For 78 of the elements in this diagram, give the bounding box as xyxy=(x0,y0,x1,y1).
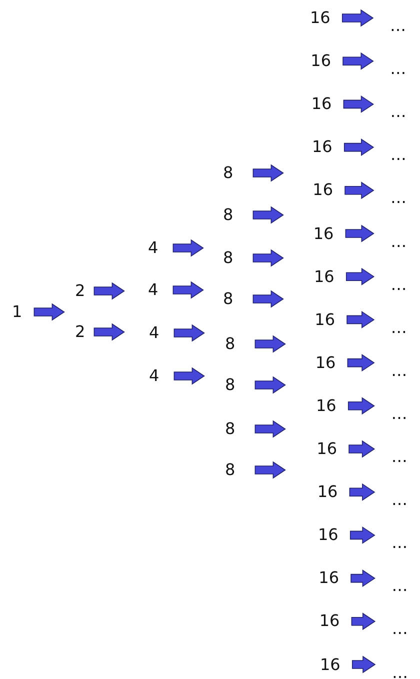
number-label: 8 xyxy=(225,420,256,438)
arrow xyxy=(172,239,204,257)
number-label: 16 xyxy=(312,181,346,200)
number-label: 4 xyxy=(149,324,174,342)
number-label: … xyxy=(374,448,408,466)
number-label: 16 xyxy=(318,569,352,588)
arrow xyxy=(350,526,376,544)
arrow xyxy=(252,290,284,308)
number-label: … xyxy=(374,189,407,208)
arrow xyxy=(34,303,65,321)
arrow xyxy=(342,52,374,70)
arrow xyxy=(174,324,205,342)
number-label: … xyxy=(374,232,407,250)
arrow xyxy=(252,206,284,224)
arrow xyxy=(345,224,374,242)
arrow xyxy=(252,249,284,267)
arrow xyxy=(343,95,374,113)
number-label: … xyxy=(374,362,408,380)
number-label: … xyxy=(374,491,408,510)
arrow xyxy=(94,282,125,300)
number-label: … xyxy=(374,276,407,294)
number-label: 16 xyxy=(312,138,344,156)
arrow xyxy=(346,268,375,286)
number-label: … xyxy=(375,664,408,679)
number-label: 1 xyxy=(12,303,34,321)
number-label: 16 xyxy=(310,52,344,70)
number-label: 8 xyxy=(223,249,254,267)
arrow xyxy=(254,335,286,353)
number-label: 16 xyxy=(311,95,344,114)
arrow xyxy=(350,570,376,588)
arrow xyxy=(344,138,374,156)
number-label: … xyxy=(374,534,408,552)
number-label: 16 xyxy=(313,224,346,242)
arrow xyxy=(94,323,125,341)
arrow xyxy=(172,281,204,299)
number-label: 16 xyxy=(316,396,348,415)
arrow xyxy=(349,483,376,501)
number-label: 16 xyxy=(314,268,346,286)
number-label: 2 xyxy=(75,282,94,300)
number-label: 4 xyxy=(148,281,174,299)
arrow xyxy=(346,310,375,328)
number-label: … xyxy=(373,60,406,78)
number-label: … xyxy=(374,577,408,596)
number-label: … xyxy=(373,146,406,164)
number-label: 16 xyxy=(315,354,348,372)
number-label: 16 xyxy=(314,310,348,329)
arrow xyxy=(348,397,375,415)
number-label: 8 xyxy=(223,164,254,182)
arrow xyxy=(351,612,376,630)
number-label: … xyxy=(374,318,407,337)
number-label: 16 xyxy=(319,612,352,630)
arrow xyxy=(347,354,375,372)
arrow xyxy=(254,376,286,394)
arrow xyxy=(344,182,374,200)
number-label: 16 xyxy=(316,440,350,458)
number-label: … xyxy=(373,103,406,122)
number-label: 4 xyxy=(149,367,174,385)
number-label: 8 xyxy=(223,290,254,308)
number-label: 16 xyxy=(320,656,352,674)
number-label: … xyxy=(374,620,408,638)
number-label: … xyxy=(373,17,406,35)
number-label: 8 xyxy=(223,206,254,224)
arrow xyxy=(342,9,374,27)
arrow xyxy=(254,420,286,438)
number-label: 8 xyxy=(225,461,256,479)
arrow xyxy=(174,367,205,385)
number-label: 8 xyxy=(225,335,256,353)
arrow xyxy=(252,164,284,182)
number-label: 2 xyxy=(75,323,94,341)
arrow xyxy=(348,440,376,458)
number-label: … xyxy=(374,404,408,423)
number-label: 4 xyxy=(148,239,174,257)
number-label: 16 xyxy=(318,526,350,544)
number-label: 16 xyxy=(310,9,342,27)
arrow xyxy=(352,656,376,674)
number-label: 16 xyxy=(317,483,350,502)
arrow xyxy=(254,461,286,479)
number-label: 8 xyxy=(225,376,256,394)
